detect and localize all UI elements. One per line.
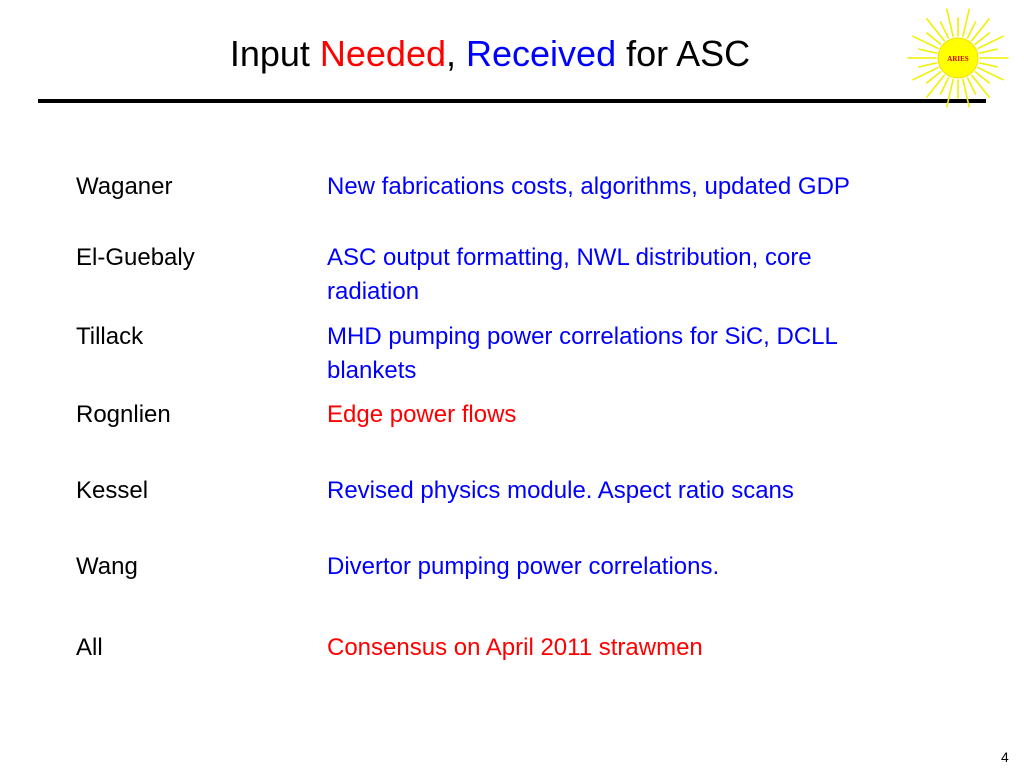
- logo-ray: [977, 66, 1004, 81]
- logo-ray: [978, 48, 998, 54]
- title-suffix: for ASC: [616, 33, 751, 74]
- contribution-line: blankets: [327, 357, 417, 384]
- logo-ray: [970, 18, 990, 42]
- logo-ray: [978, 62, 998, 68]
- logo-ray: [939, 77, 950, 95]
- title-comma: ,: [446, 33, 467, 74]
- logo-ray: [974, 32, 991, 46]
- contributor-name: Rognlien: [76, 401, 171, 428]
- logo-ray: [966, 77, 977, 95]
- contribution-text: Revised physics module. Aspect ratio sca…: [327, 474, 967, 508]
- contribution-text: Divertor pumping power correlations.: [327, 550, 967, 584]
- logo-ray: [946, 78, 954, 108]
- logo-ray: [918, 48, 938, 54]
- contribution-line: Revised physics module. Aspect ratio sca…: [327, 477, 794, 504]
- title-needed: Needed: [319, 33, 446, 74]
- title-prefix: Input: [229, 33, 320, 74]
- contributor-name: Tillack: [76, 323, 144, 350]
- contribution-line: Divertor pumping power correlations.: [327, 553, 720, 580]
- logo-ray: [962, 8, 970, 38]
- logo-ray: [912, 66, 939, 81]
- logo-sun-disc: [937, 37, 979, 79]
- contribution-line: ASC output formatting, NWL distribution,…: [327, 244, 812, 271]
- contributor-name: El-Guebaly: [76, 244, 195, 271]
- contributor-name: Waganer: [76, 173, 173, 200]
- logo-ray: [926, 74, 946, 98]
- contribution-text: Edge power flows: [327, 398, 967, 432]
- logo-rays: [907, 8, 1009, 108]
- page-number: 4: [1001, 749, 1009, 765]
- logo-ray: [974, 70, 991, 84]
- contribution-line: Consensus on April 2011 strawmen: [327, 634, 703, 661]
- contribution-line: radiation: [327, 278, 420, 305]
- logo-ray: [939, 21, 950, 39]
- logo-ray: [946, 8, 954, 38]
- contribution-text: MHD pumping power correlations for SiC, …: [327, 320, 967, 388]
- slide-title: Input Needed, Received for ASC: [0, 30, 980, 78]
- contributor-name: All: [76, 634, 103, 661]
- title-received: Received: [466, 33, 617, 74]
- logo-ray: [962, 78, 970, 108]
- logo-ray: [925, 32, 942, 46]
- contribution-line: New fabrications costs, algorithms, upda…: [327, 173, 850, 200]
- contribution-text: ASC output formatting, NWL distribution,…: [327, 241, 967, 309]
- logo-ray: [977, 35, 1004, 50]
- contribution-line: Edge power flows: [327, 401, 517, 428]
- logo-ray: [918, 62, 938, 68]
- contributor-name: Wang: [76, 553, 138, 580]
- sun-logo-icon: ARIES: [907, 8, 1009, 108]
- logo-ray: [912, 35, 939, 50]
- logo-ray: [966, 21, 977, 39]
- contribution-line: MHD pumping power correlations for SiC, …: [327, 323, 838, 350]
- logo-text: ARIES: [947, 55, 969, 63]
- contribution-text: Consensus on April 2011 strawmen: [327, 631, 967, 665]
- title-divider: [38, 99, 986, 103]
- contribution-text: New fabrications costs, algorithms, upda…: [327, 170, 967, 204]
- contributor-name: Kessel: [76, 477, 149, 504]
- logo-ray: [926, 18, 946, 42]
- logo-ray: [970, 74, 990, 98]
- logo-ray: [925, 70, 942, 84]
